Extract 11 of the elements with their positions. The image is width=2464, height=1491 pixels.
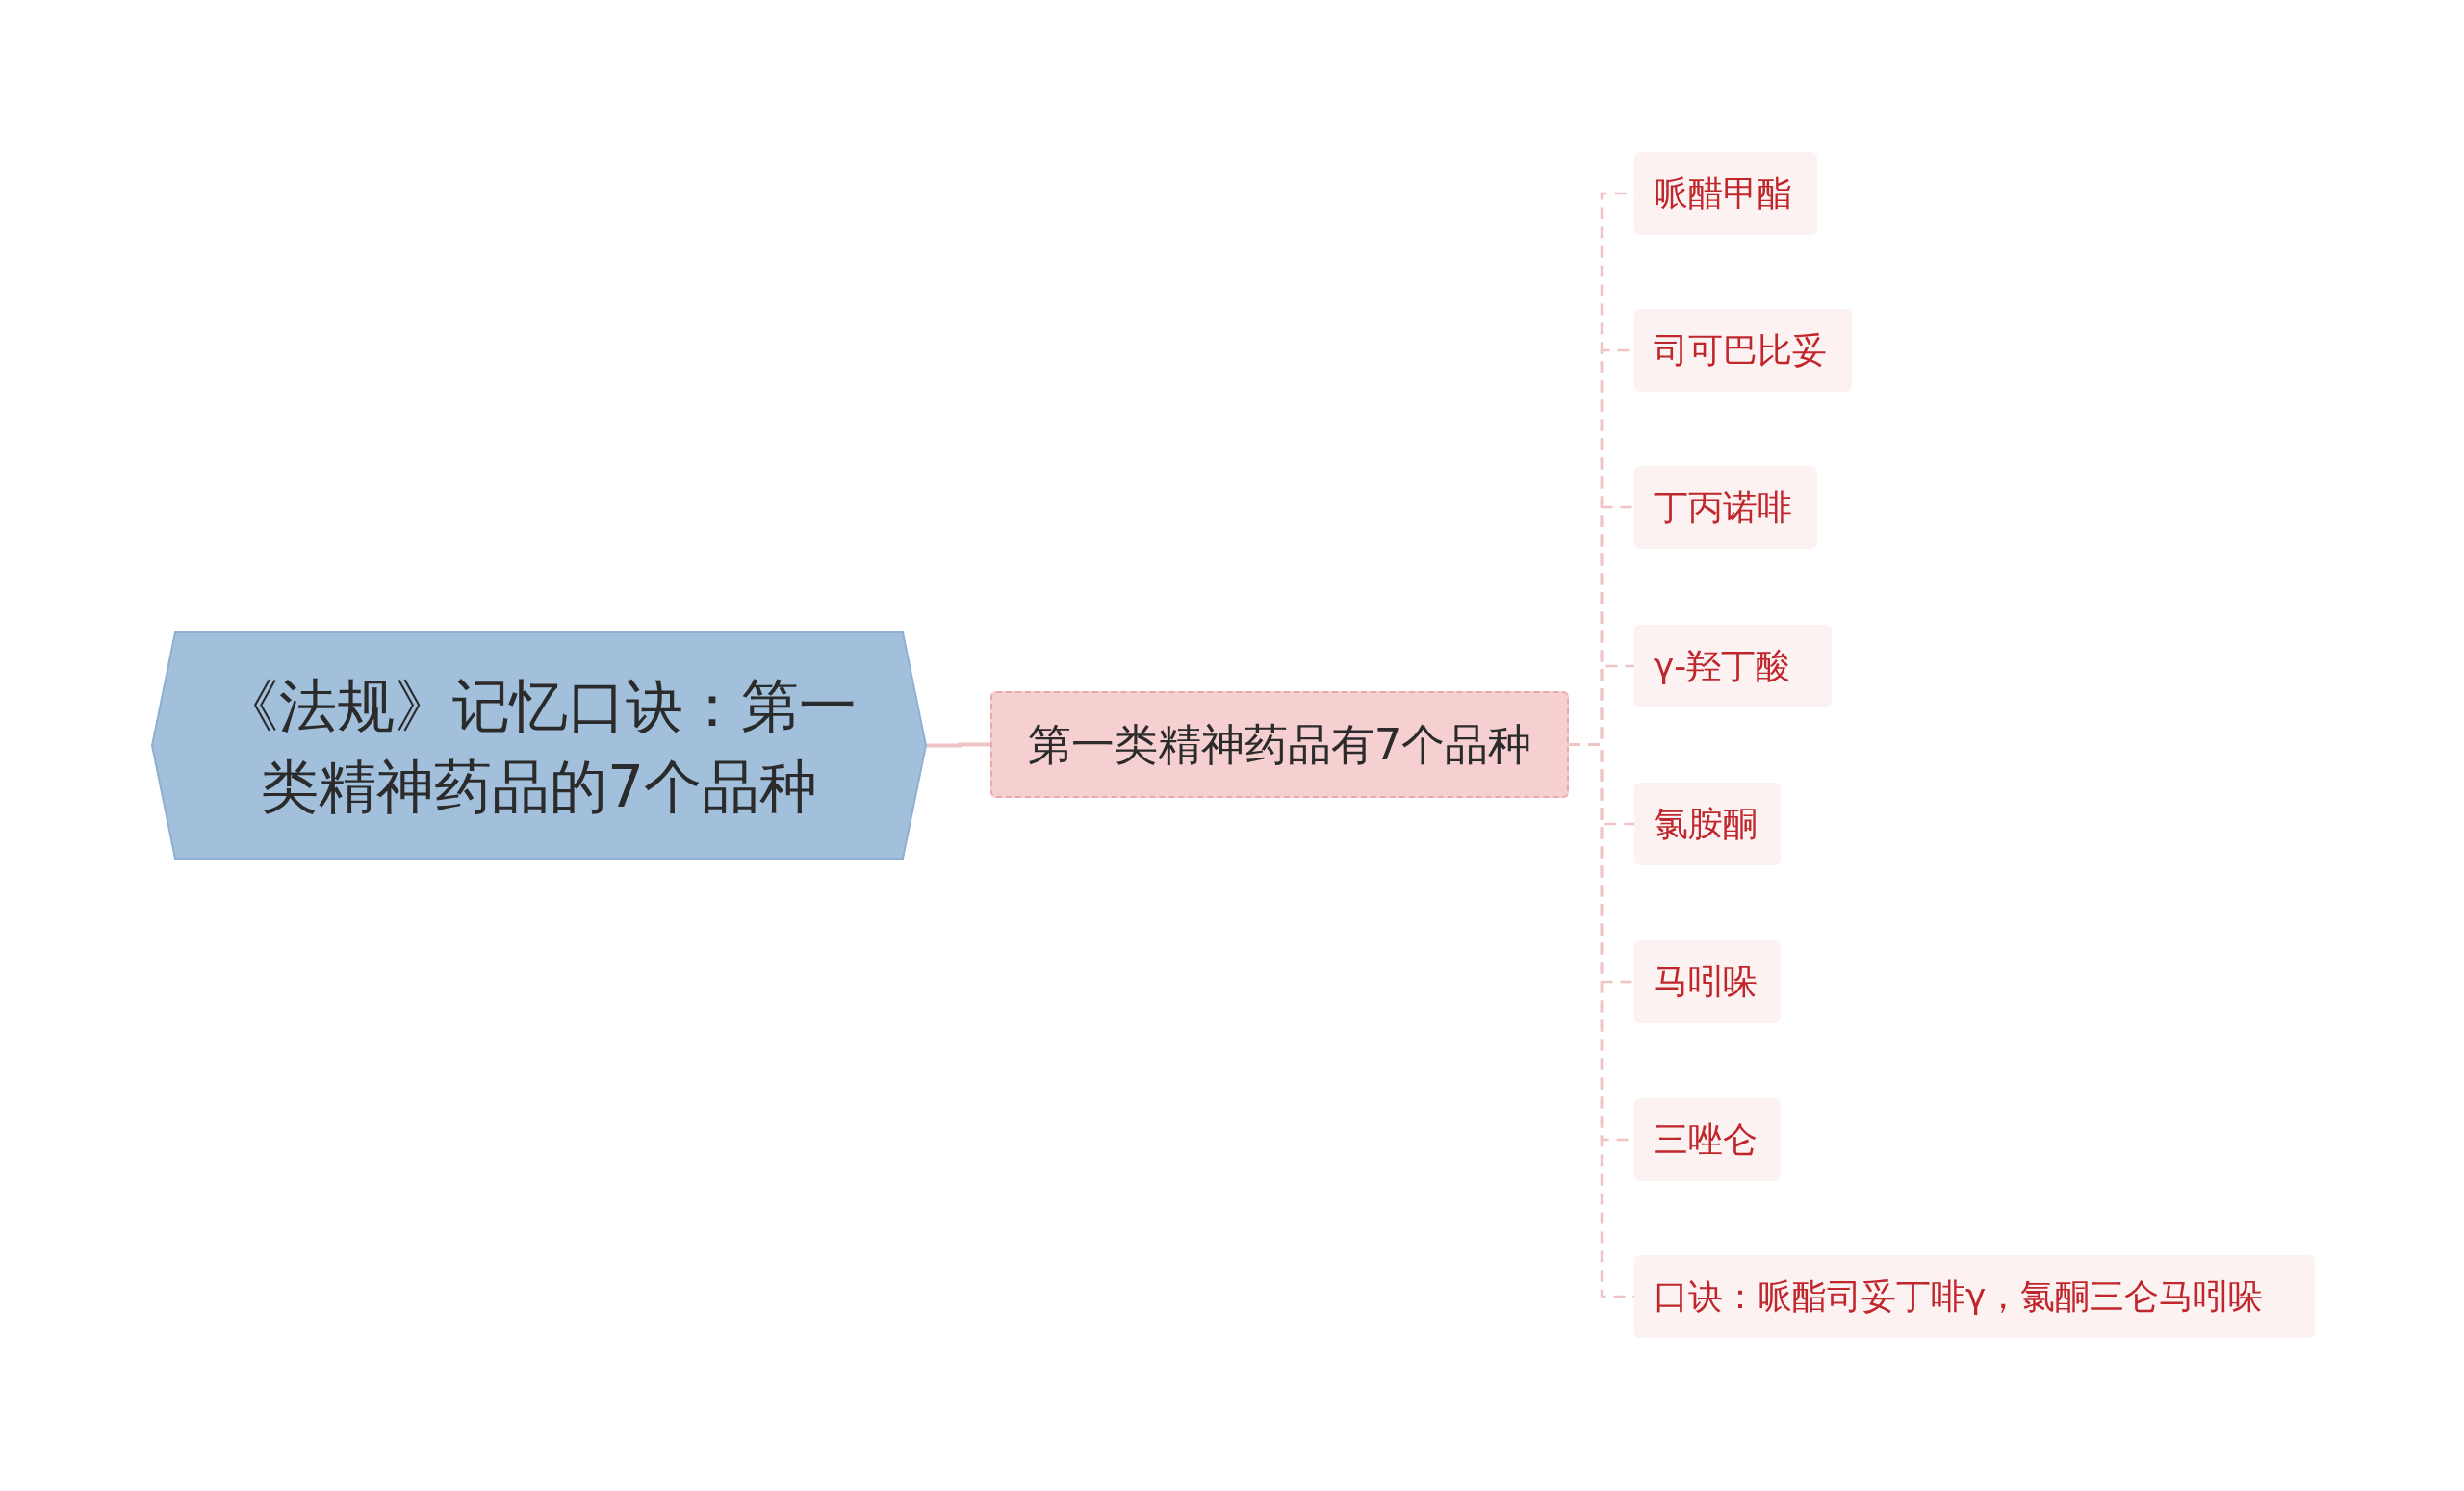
item-box: 丁丙诺啡 [1634, 466, 1817, 549]
item-box: 哌醋甲酯 [1634, 152, 1817, 235]
connector-line [927, 742, 990, 748]
hexagon-node: 《法规》记忆口诀：第一类精神药品的7个品种 [151, 631, 927, 860]
item-box: 三唑仑 [1634, 1098, 1781, 1181]
item-box: 口诀：哌酯司妥丁啡γ，氯酮三仑马吲哚 [1634, 1255, 2315, 1338]
item-box: 马吲哚 [1634, 940, 1781, 1023]
item-box: 司可巴比妥 [1634, 309, 1852, 392]
item-box: γ-羟丁酸 [1634, 625, 1832, 707]
topic-box: 第一类精神药品有7个品种 [990, 691, 1569, 798]
item-box: 氯胺酮 [1634, 783, 1781, 865]
